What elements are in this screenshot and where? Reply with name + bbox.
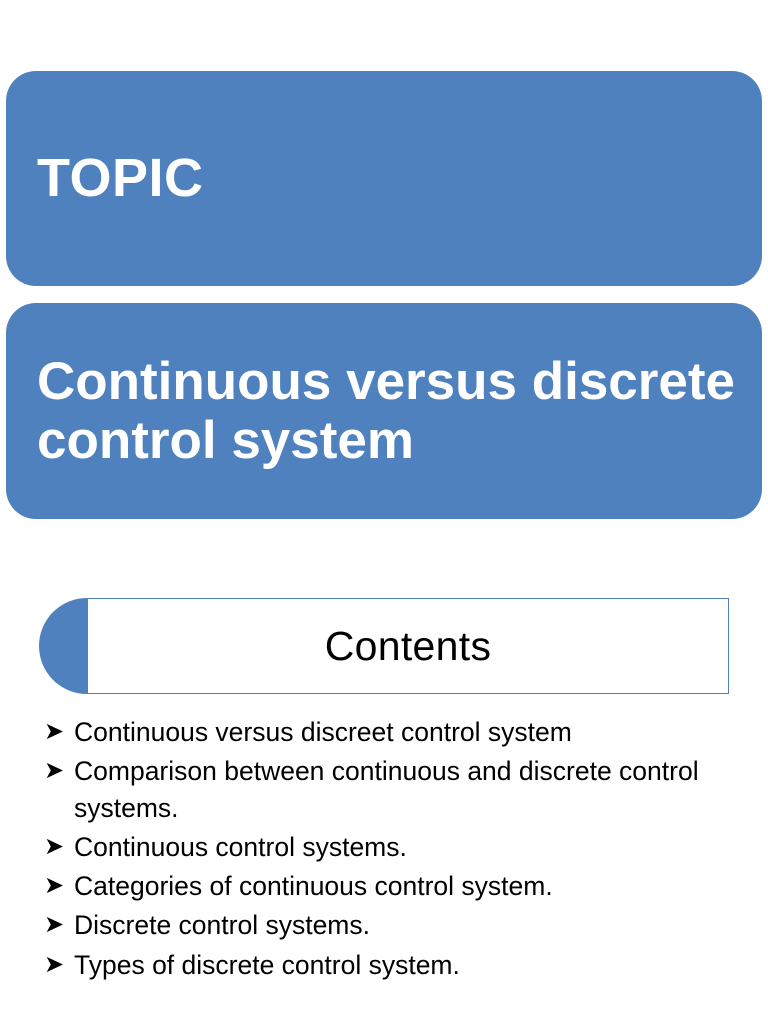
arrow-bullet-icon: ➤ [44,950,65,978]
slide-title: Continuous versus discrete control syste… [37,351,736,470]
list-item: ➤ Categories of continuous control syste… [44,868,750,904]
arrow-bullet-icon: ➤ [44,718,65,745]
list-item-label: Continuous control systems. [74,831,407,862]
arrow-bullet-icon: ➤ [44,832,65,860]
list-item-label: Categories of continuous control system. [74,871,553,902]
arrow-bullet-icon: ➤ [44,911,65,939]
arrow-bullet-icon: ➤ [44,872,65,900]
topic-banner: TOPIC [6,71,762,286]
topic-heading: TOPIC [37,148,204,209]
arrow-bullet-icon: ➤ [44,757,65,785]
list-item: ➤ Discrete control systems. [44,907,750,943]
contents-heading: Contents [324,622,492,669]
list-item-label: Types of discrete control system. [74,949,460,980]
contents-box: Contents [87,598,729,694]
contents-header: Contents [39,598,729,694]
list-item-label: Comparison between continuous and discre… [74,756,699,823]
contents-list: ➤ Continuous versus discreet control sys… [44,714,750,986]
list-item: ➤ Comparison between continuous and disc… [44,753,750,826]
list-item: ➤ Continuous versus discreet control sys… [44,714,750,750]
list-item-label: Continuous versus discreet control syste… [74,717,572,747]
list-item: ➤ Types of discrete control system. [44,947,750,983]
list-item-label: Discrete control systems. [74,910,370,941]
list-item: ➤ Continuous control systems. [44,829,750,865]
title-banner: Continuous versus discrete control syste… [6,303,762,519]
